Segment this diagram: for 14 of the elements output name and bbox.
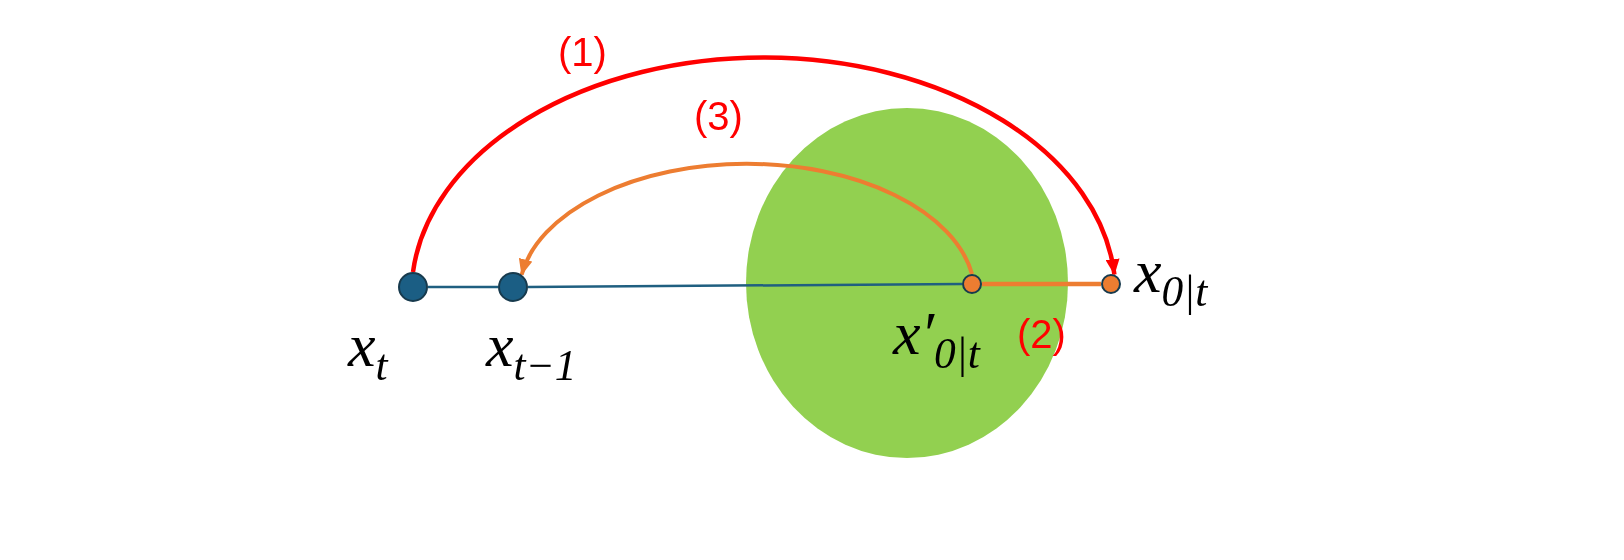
connector-line (528, 282, 962, 289)
connector-line (428, 285, 498, 289)
math-label: x$_{t}$ (348, 314, 388, 388)
curved-arrow (519, 161, 974, 276)
edge-label: (3) (694, 96, 743, 136)
point-dot (1101, 274, 1121, 294)
connector-line (982, 281, 1101, 287)
math-label: x′$_{0|t}$ (893, 302, 980, 376)
curved-arrow (410, 55, 1118, 276)
point-dot (498, 272, 528, 302)
point-dot (398, 272, 428, 302)
math-label: x$_{0|t}$ (1134, 240, 1208, 314)
math-label: x$_{t−1}$ (486, 314, 577, 388)
edge-label: (1) (558, 32, 607, 72)
